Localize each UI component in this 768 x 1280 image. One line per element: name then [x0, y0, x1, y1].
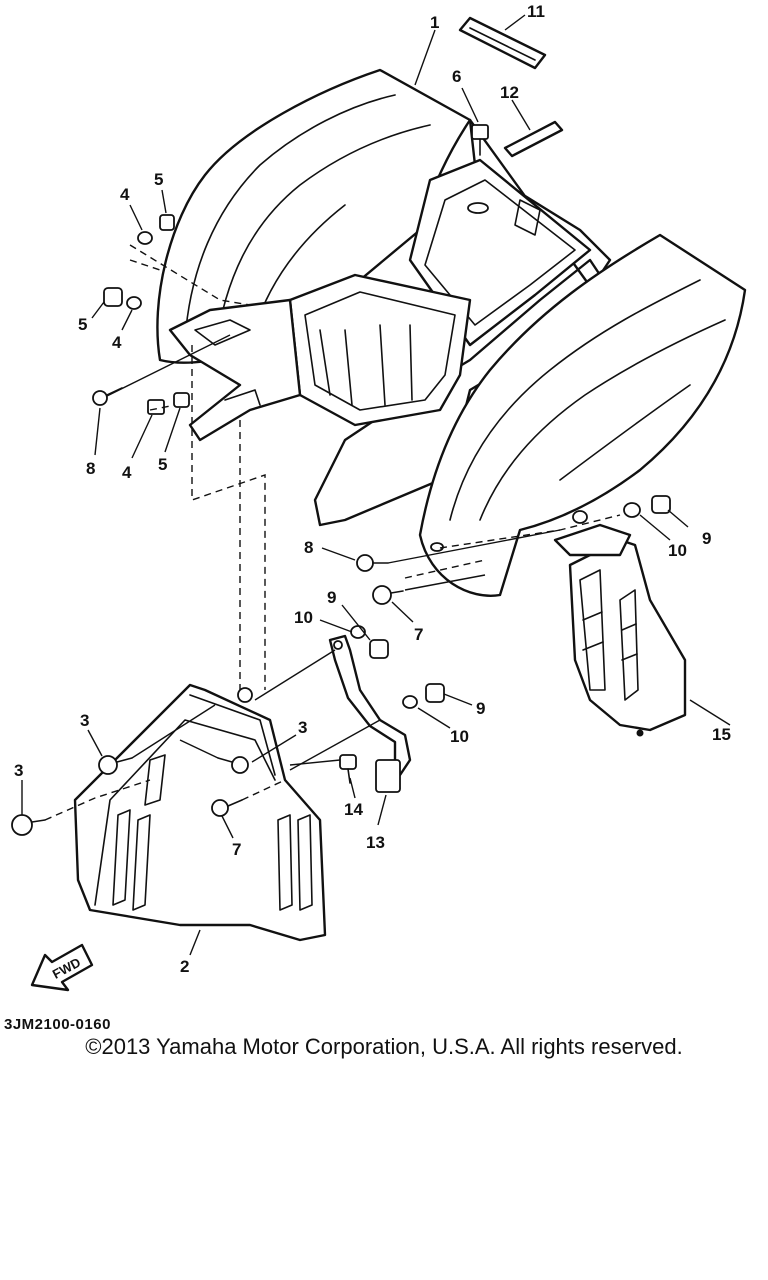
callout-7: 7 [232, 840, 241, 859]
copyright-notice: ©2013 Yamaha Motor Corporation, U.S.A. A… [85, 1034, 683, 1059]
upper-left-hardware [92, 214, 266, 690]
diagram-code: 3JM2100-0160 [4, 1016, 111, 1033]
callout-4: 4 [122, 463, 132, 482]
callout-5: 5 [154, 170, 163, 189]
callout-8: 8 [304, 538, 313, 557]
callout-8: 8 [86, 459, 95, 478]
label-sticker [503, 120, 564, 158]
callout-leaders [21, 14, 731, 956]
callout-9: 9 [702, 529, 711, 548]
light-wire-assembly [328, 634, 412, 793]
callout-14: 14 [344, 800, 363, 819]
mud-flap [11, 649, 381, 942]
callout-4: 4 [112, 333, 122, 352]
callout-7: 7 [414, 625, 423, 644]
callout-3: 3 [298, 718, 307, 737]
callout-3: 3 [14, 761, 23, 780]
callout-4: 4 [120, 185, 130, 204]
callout-10: 10 [668, 541, 687, 560]
callout-5: 5 [78, 315, 87, 334]
callout-3: 3 [80, 711, 89, 730]
callout-12: 12 [500, 83, 519, 102]
callout-10: 10 [450, 727, 469, 746]
callout-9: 9 [327, 588, 336, 607]
forward-arrow-indicator: FWD [30, 943, 94, 992]
callout-9: 9 [476, 699, 485, 718]
callout-numbers: 1 11 6 12 4 5 5 4 8 4 5 8 9 10 9 10 7 9 … [14, 2, 731, 976]
right-side-hardware [350, 495, 671, 709]
callout-2: 2 [180, 957, 189, 976]
callout-13: 13 [366, 833, 385, 852]
band [458, 16, 547, 70]
callout-6: 6 [452, 67, 461, 86]
callout-10: 10 [294, 608, 313, 627]
callout-5: 5 [158, 455, 167, 474]
exploded-parts-diagram: FWD 1 11 6 12 4 5 [11, 2, 747, 992]
bolt-small [289, 754, 357, 784]
callout-15: 15 [712, 725, 731, 744]
bolt-top [471, 124, 489, 156]
callout-11: 11 [527, 2, 545, 21]
rear-fender [156, 68, 747, 597]
side-flap [553, 523, 687, 737]
callout-1: 1 [430, 13, 439, 32]
